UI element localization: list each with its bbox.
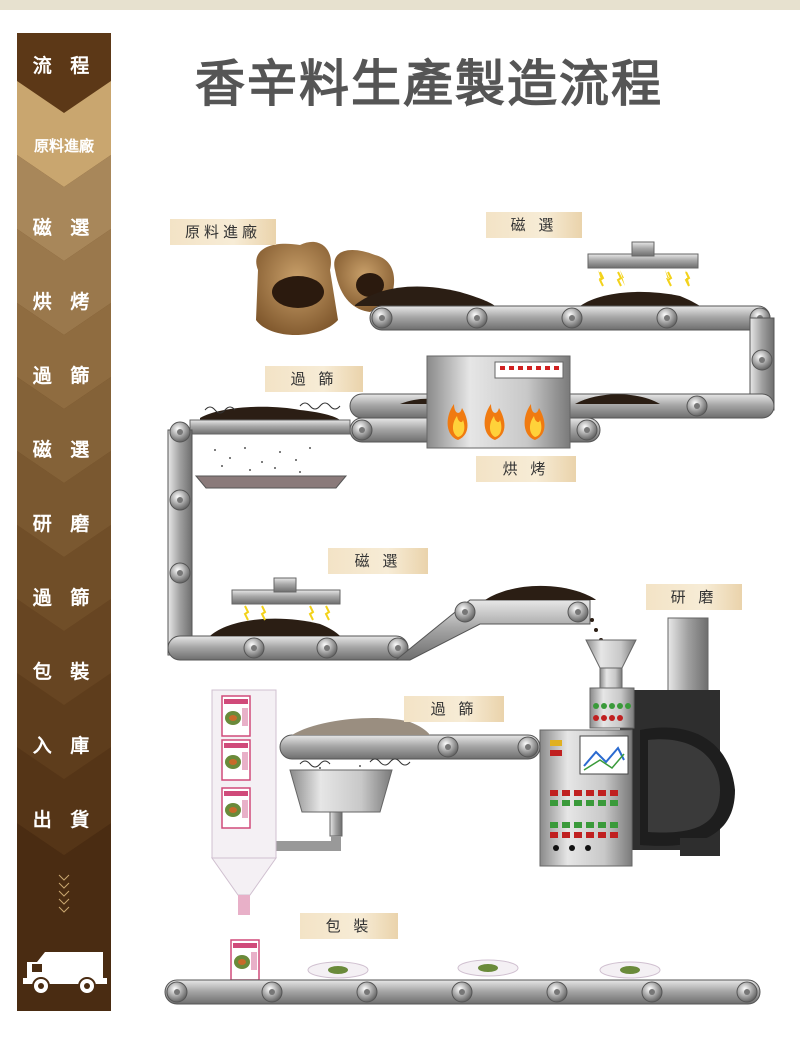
tag-grind: 研 磨 bbox=[646, 584, 742, 610]
tag-magnet-2: 磁 選 bbox=[328, 548, 428, 574]
package-bag-icon bbox=[211, 689, 277, 981]
page-title: 香辛料生產製造流程 bbox=[195, 54, 663, 113]
top-bar bbox=[0, 0, 800, 10]
sidebar-step-raw-intake: 原料進廠 bbox=[33, 137, 94, 155]
sidebar-step-grind: 研 磨 bbox=[32, 513, 96, 535]
process-sidebar: 流 程 原料進廠 磁 選 烘 烤 過 篩 磁 選 研 磨 過 篩 包 裝 入 庫… bbox=[17, 33, 111, 1011]
tag-raw-intake: 原料進廠 bbox=[170, 219, 276, 245]
grinder-machine-icon bbox=[539, 617, 735, 867]
tag-sieve-2: 過 篩 bbox=[404, 696, 504, 722]
sidebar-step-store: 入 庫 bbox=[32, 735, 96, 757]
sidebar-step-pack: 包 裝 bbox=[32, 661, 96, 683]
magnet-icon bbox=[231, 577, 341, 621]
tag-roast: 烘 烤 bbox=[476, 456, 576, 482]
sidebar-step-sieve-2: 過 篩 bbox=[32, 587, 96, 609]
sidebar-step-sieve-1: 過 篩 bbox=[32, 365, 96, 387]
sidebar-step-magnet-1: 磁 選 bbox=[32, 217, 96, 239]
sidebar-header: 流 程 bbox=[32, 55, 96, 77]
truck-icon bbox=[23, 952, 107, 995]
tag-pack: 包 裝 bbox=[300, 913, 398, 939]
down-chevrons-icon bbox=[58, 874, 70, 913]
tag-magnet-1: 磁 選 bbox=[486, 212, 582, 238]
sieve-1 bbox=[189, 402, 351, 489]
sidebar-step-magnet-2: 磁 選 bbox=[32, 439, 96, 461]
sidebar-step-roast: 烘 烤 bbox=[32, 291, 96, 313]
hopper-icon bbox=[270, 769, 393, 851]
tag-sieve-1: 過 篩 bbox=[265, 366, 363, 392]
roaster-oven bbox=[426, 355, 571, 449]
sidebar-step-ship: 出 貨 bbox=[32, 809, 96, 831]
sidebar-background bbox=[17, 33, 111, 1011]
magnet-icon bbox=[587, 241, 699, 287]
